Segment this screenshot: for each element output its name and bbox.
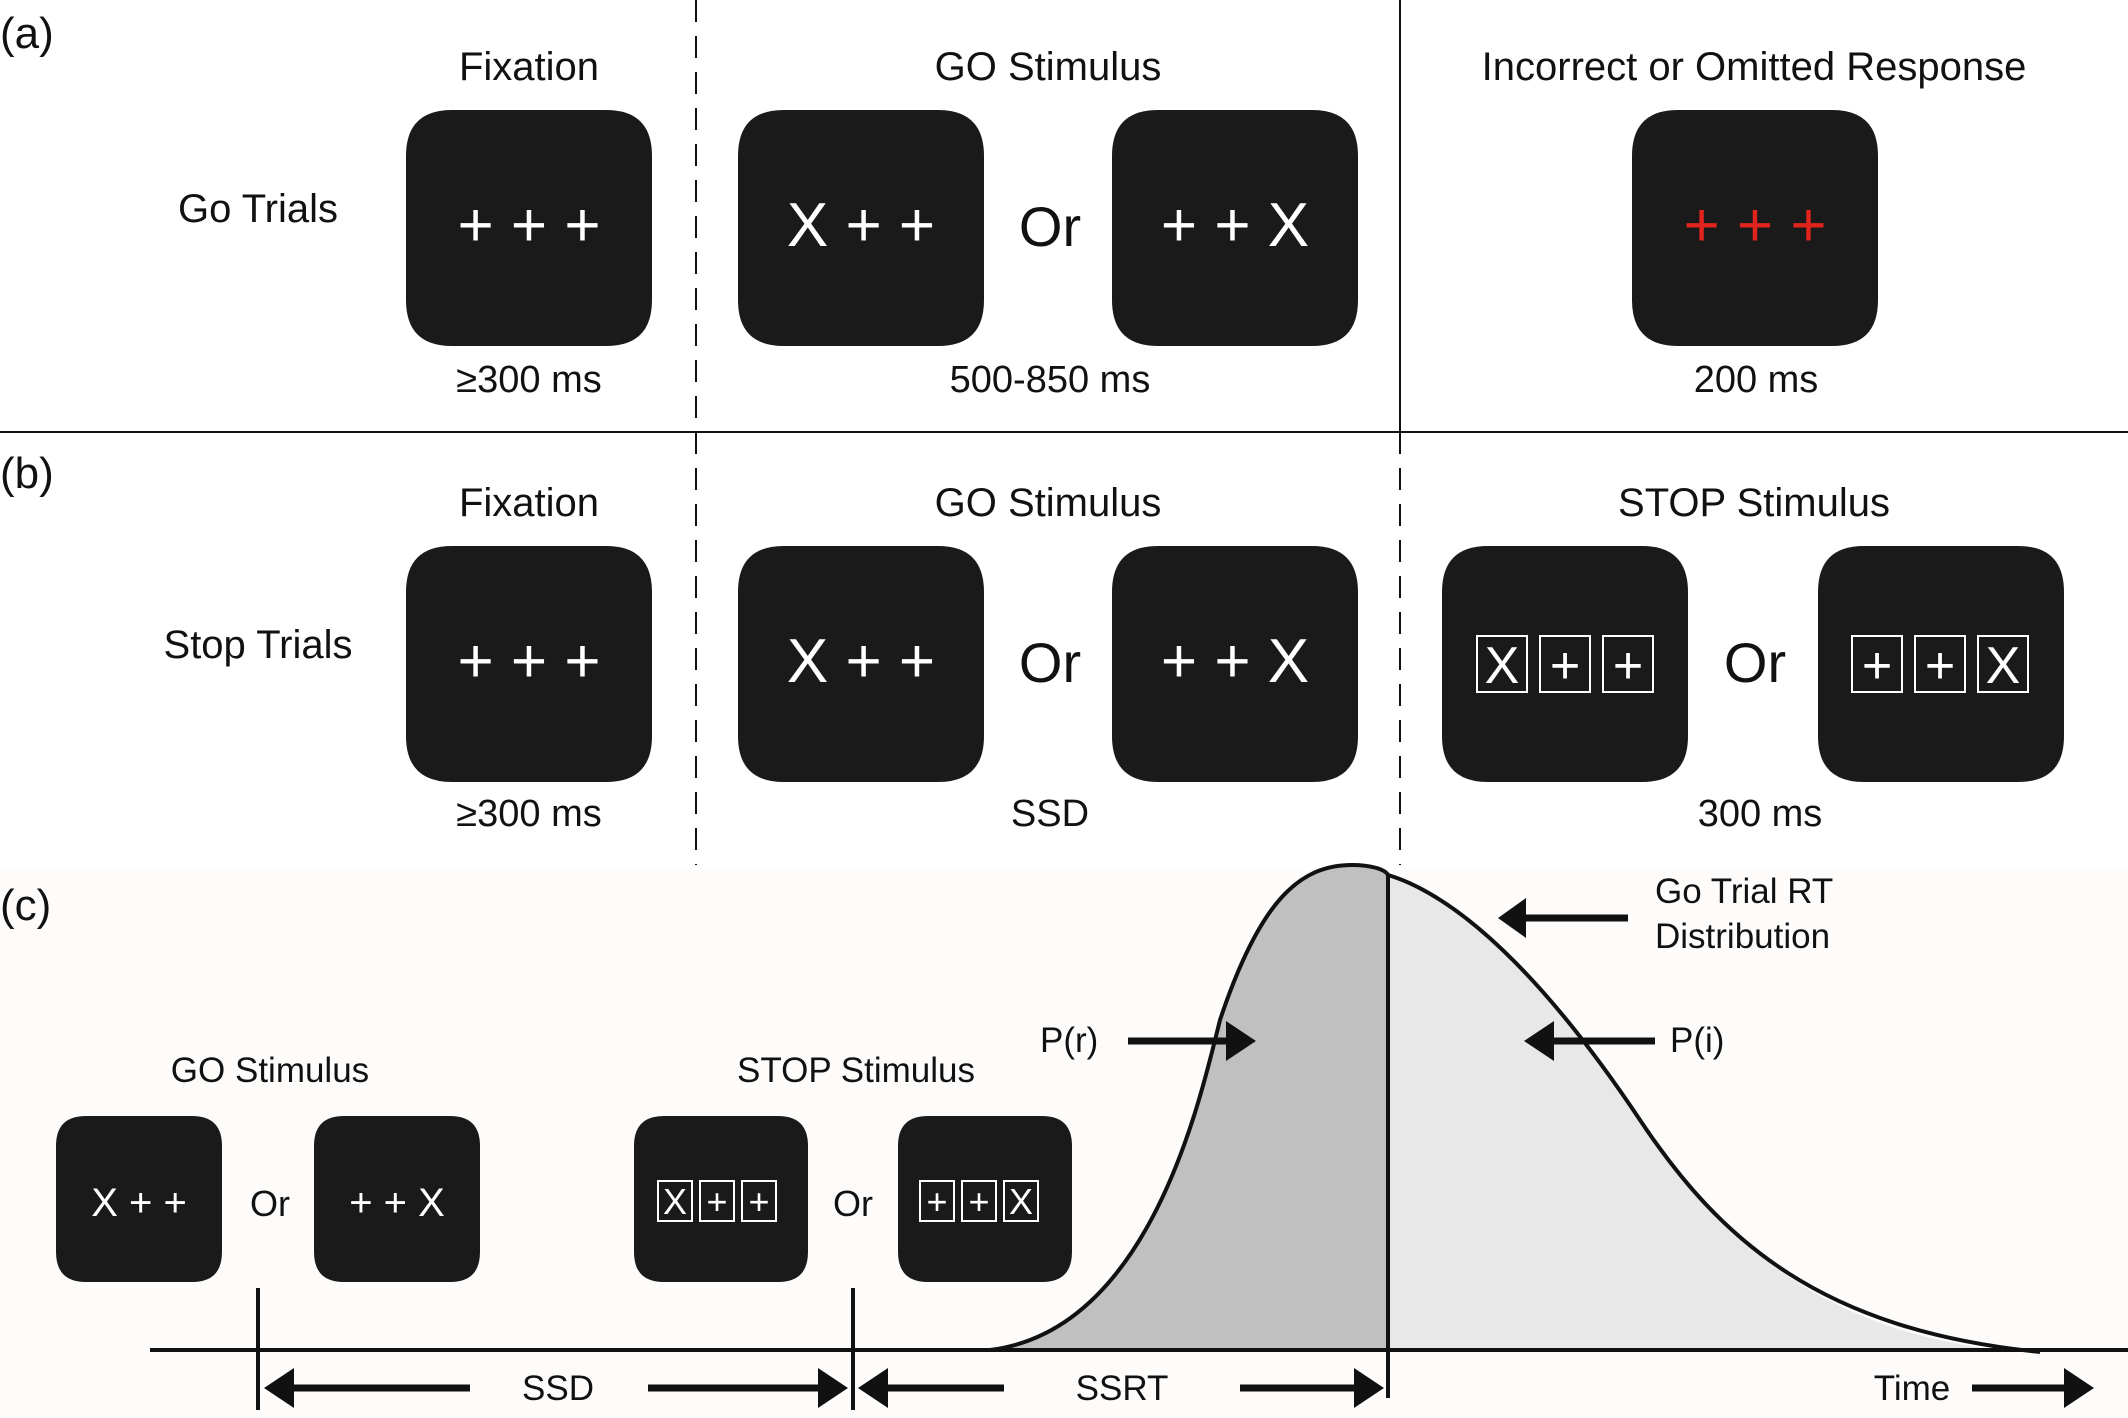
p-r-arrow-icon bbox=[1128, 1021, 1256, 1061]
time-label: Time bbox=[1874, 1369, 1950, 1408]
p-r-label: P(r) bbox=[1040, 1021, 1098, 1060]
stop-box bbox=[657, 1180, 693, 1222]
stop-letter: + bbox=[1925, 637, 1955, 695]
stop-screen-right-c bbox=[898, 1116, 1072, 1282]
go-stimulus-left-a: X + + bbox=[787, 191, 935, 260]
stop-box bbox=[741, 1180, 777, 1222]
go-title-c: GO Stimulus bbox=[171, 1051, 369, 1090]
curve-fill-responded bbox=[990, 865, 1388, 1350]
fixation-crosses-b: + + + bbox=[457, 627, 600, 696]
fixation-crosses-a: + + + bbox=[457, 191, 600, 260]
panel-label-a: (a) bbox=[0, 9, 54, 58]
incorrect-time-a: 200 ms bbox=[1694, 359, 1819, 401]
incorrect-screen-a bbox=[1632, 110, 1878, 346]
stop-letter: + bbox=[706, 1181, 727, 1222]
fixation-time-b: ≥300 ms bbox=[456, 793, 601, 835]
go-stimulus-left-b: X + + bbox=[787, 627, 935, 696]
go-screen-right-c bbox=[314, 1116, 480, 1282]
time-arrow-icon bbox=[1972, 1368, 2094, 1408]
p-i-arrow-icon bbox=[1524, 1021, 1655, 1061]
stop-box bbox=[1914, 635, 1966, 693]
go-stimulus-right-c: + + X bbox=[349, 1181, 445, 1225]
stop-box bbox=[1476, 635, 1528, 693]
row-label-stop-trials: Stop Trials bbox=[164, 623, 353, 667]
stop-letter: + bbox=[1550, 637, 1580, 695]
stop-box bbox=[699, 1180, 735, 1222]
stop-boxes-right-b: + + X bbox=[1851, 635, 2029, 695]
ssd-label: SSD bbox=[522, 1369, 594, 1408]
go-stimulus-left-c: X + + bbox=[91, 1181, 187, 1225]
stop-box bbox=[1003, 1180, 1039, 1222]
incorrect-title-a: Incorrect or Omitted Response bbox=[1482, 45, 2027, 89]
stop-screen-right-b bbox=[1818, 546, 2064, 782]
stop-title-c: STOP Stimulus bbox=[737, 1051, 975, 1090]
distribution-label-line1: Go Trial RT bbox=[1655, 872, 1833, 911]
stop-boxes-left-c: X + + bbox=[657, 1180, 777, 1222]
stop-box bbox=[1602, 635, 1654, 693]
go-stimulus-right-b: + + X bbox=[1161, 627, 1309, 696]
or-label-c-stop: Or bbox=[833, 1183, 873, 1224]
or-label-c-go: Or bbox=[250, 1183, 290, 1224]
stop-letter: + bbox=[1862, 637, 1892, 695]
go-screen-right-b bbox=[1112, 546, 1358, 782]
stop-time-b: 300 ms bbox=[1698, 793, 1823, 835]
ssrt-label: SSRT bbox=[1076, 1369, 1169, 1408]
go-screen-left-b bbox=[738, 546, 984, 782]
stop-box bbox=[1977, 635, 2029, 693]
stop-letter: X bbox=[1986, 637, 2021, 695]
stop-screen-left-c bbox=[634, 1116, 808, 1282]
stop-letter: X bbox=[1485, 637, 1520, 695]
distribution-arrow-icon bbox=[1498, 898, 1628, 938]
stop-box bbox=[961, 1180, 997, 1222]
fixation-screen-b bbox=[406, 546, 652, 782]
go-time-a: 500-850 ms bbox=[950, 359, 1151, 401]
go-title-a: GO Stimulus bbox=[935, 45, 1162, 89]
fixation-screen-a bbox=[406, 110, 652, 346]
panel-label-c: (c) bbox=[0, 881, 51, 930]
or-label-a: Or bbox=[1019, 195, 1081, 258]
stop-box bbox=[1539, 635, 1591, 693]
go-screen-left-c bbox=[56, 1116, 222, 1282]
go-screen-left-a bbox=[738, 110, 984, 346]
go-title-b: GO Stimulus bbox=[935, 481, 1162, 525]
stop-letter: + bbox=[968, 1181, 989, 1222]
curve-fill-inhibited bbox=[1388, 875, 2000, 1350]
fixation-title-b: Fixation bbox=[459, 481, 599, 525]
stop-title-b: STOP Stimulus bbox=[1618, 481, 1890, 525]
or-label-b-stop: Or bbox=[1724, 631, 1786, 694]
stop-screen-left-b bbox=[1442, 546, 1688, 782]
fixation-title-a: Fixation bbox=[459, 45, 599, 89]
go-stimulus-right-a: + + X bbox=[1161, 191, 1309, 260]
stop-letter: + bbox=[748, 1181, 769, 1222]
or-label-b: Or bbox=[1019, 631, 1081, 694]
distribution-label-line2: Distribution bbox=[1655, 917, 1830, 956]
ssd-interval-arrows bbox=[264, 1368, 848, 1408]
stop-letter: X bbox=[1009, 1181, 1033, 1222]
ssrt-interval-arrows bbox=[858, 1368, 1384, 1408]
stop-letter: X bbox=[663, 1181, 687, 1222]
stop-box bbox=[919, 1180, 955, 1222]
row-label-go-trials: Go Trials bbox=[178, 187, 338, 231]
panel-label-b: (b) bbox=[0, 449, 54, 498]
go-time-b: SSD bbox=[1011, 793, 1089, 835]
fixation-time-a: ≥300 ms bbox=[456, 359, 601, 401]
p-i-label: P(i) bbox=[1670, 1021, 1724, 1060]
stop-letter: + bbox=[1613, 637, 1643, 695]
stop-letter: + bbox=[926, 1181, 947, 1222]
go-screen-right-a bbox=[1112, 110, 1358, 346]
stop-boxes-right-c: + + X bbox=[919, 1180, 1039, 1222]
stop-boxes-left-b: X + + bbox=[1476, 635, 1654, 695]
error-crosses-a: + + + bbox=[1683, 191, 1826, 260]
stop-box bbox=[1851, 635, 1903, 693]
go-trial-rt-distribution-curve bbox=[989, 862, 2041, 1354]
